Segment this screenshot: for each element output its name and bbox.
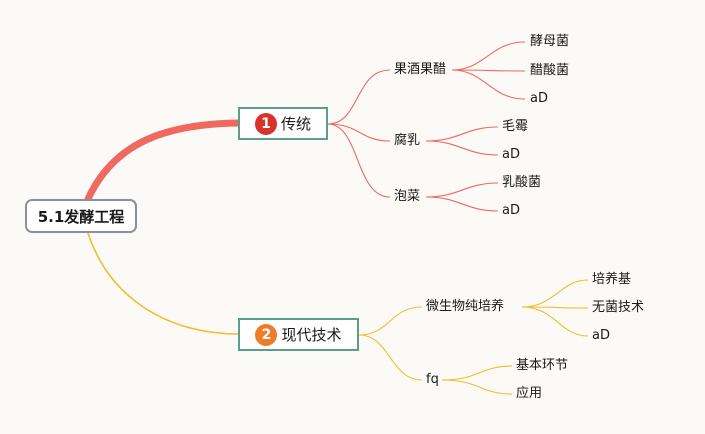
subtopic-ad[interactable]: aD [592,328,610,343]
connector-branch2-fq [358,334,423,381]
topic-pure-culture[interactable]: 微生物纯培养 [426,299,505,314]
subtopic-application[interactable]: 应用 [516,386,543,401]
connector-furu-child2 [425,140,499,156]
connector-furu-child1 [425,126,499,142]
subtopic-ad[interactable]: aD [530,91,548,106]
connector-fq-child2 [441,379,513,395]
connector-branch1-paocai [327,123,391,198]
connector-branch1-guojiu [327,69,391,125]
connector-guojiu-child3 [451,69,526,100]
root-label: 5.1发酵工程 [37,207,125,226]
branch-label: 传统 [280,115,311,133]
topic-paocai[interactable]: 泡菜 [394,189,421,204]
number-badge-1: 1 [254,112,277,135]
number-badge-2: 2 [255,323,278,346]
subtopic-lactobacillus[interactable]: 乳酸菌 [502,175,542,190]
subtopic-mucor[interactable]: 毛霉 [502,119,529,134]
root-topic[interactable]: 5.1发酵工程 [25,199,137,233]
branch-label: 现代技术 [281,326,342,344]
connector-weishengwu-child3 [521,306,589,337]
branch-traditional[interactable]: 1 传统 [238,107,328,140]
connector-paocai-child1 [425,182,499,198]
subtopic-basic-steps[interactable]: 基本环节 [516,358,569,373]
subtopic-ad[interactable]: aD [502,203,520,218]
topic-furu[interactable]: 腐乳 [394,133,421,148]
connector-branch1-furu [327,123,391,142]
topic-guojiu-guocu[interactable]: 果酒果醋 [394,62,447,77]
connector-weishengwu-child2 [521,306,589,309]
branch-modern-technology[interactable]: 2 现代技术 [238,318,359,351]
subtopic-aseptic-technique[interactable]: 无菌技术 [592,300,645,315]
subtopic-yeast[interactable]: 酵母菌 [530,34,570,49]
connector-branch2-weishengwu [358,306,423,336]
connector-guojiu-child2 [451,69,526,72]
connector-paocai-child2 [425,196,499,212]
connector-guojiu-child1 [451,41,526,71]
subtopic-acetobacter[interactable]: 醋酸菌 [530,63,570,78]
connector-weishengwu-child1 [521,279,589,308]
connector-root-branch1 [84,119,242,203]
subtopic-ad[interactable]: aD [502,147,520,162]
topic-fq[interactable]: fq [426,372,439,387]
connector-fq-child1 [441,365,513,381]
subtopic-culture-medium[interactable]: 培养基 [592,272,632,287]
connector-root-branch2 [87,232,239,335]
